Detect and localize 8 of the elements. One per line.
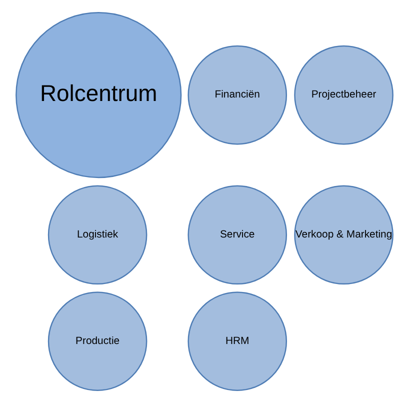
node-circle: Service (188, 185, 288, 285)
node-circle: Rolcentrum (16, 12, 182, 178)
node-circle: Logistiek (48, 185, 148, 285)
node-circle: HRM (188, 292, 288, 391)
node-circle: Projectbeheer (294, 45, 394, 145)
node-circle: Verkoop & Marketing (294, 185, 394, 285)
node-circle: Productie (48, 292, 148, 391)
node-circle: Financiën (188, 45, 288, 145)
